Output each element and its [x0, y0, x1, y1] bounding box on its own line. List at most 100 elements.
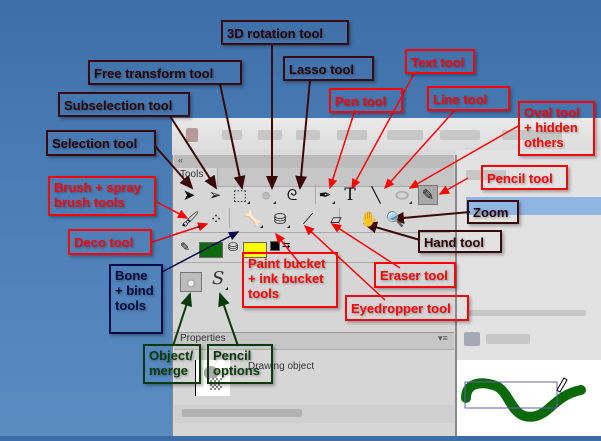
tab-properties[interactable]: Properties — [180, 333, 226, 344]
divider — [176, 262, 450, 263]
text-icon: T — [344, 185, 356, 205]
hidden-tools-triangle-icon — [260, 225, 263, 228]
object-drawing-button[interactable]: ● — [180, 272, 202, 292]
selection-icon: ➤ — [182, 187, 196, 204]
arrow-oval — [408, 124, 521, 189]
eraser-icon: ▱ — [330, 211, 342, 228]
tool-eraser[interactable]: ▱ — [326, 209, 346, 229]
tool-text[interactable]: T — [340, 185, 360, 205]
stage-canvas[interactable] — [456, 360, 601, 436]
arrow-zoom — [390, 211, 471, 224]
hidden-tools-triangle-icon — [273, 201, 276, 204]
tool-lasso[interactable]: ᘓ — [282, 185, 302, 205]
callout-hand: Hand tool — [418, 230, 502, 253]
pencil-cursor-icon — [556, 377, 568, 393]
callout-text: Text tool — [405, 49, 475, 74]
tool-selection[interactable]: ➤ — [179, 185, 199, 205]
stroke-color-icon: ✎ — [180, 240, 191, 254]
arrow-pencil — [438, 177, 469, 195]
eyedropper-icon: ⟋ — [302, 210, 314, 228]
divider — [315, 184, 316, 204]
fill-color-icon: ⛁ — [228, 240, 239, 254]
callout-line: Line tool — [427, 86, 510, 111]
divider — [339, 208, 340, 228]
stroke-color-swatch[interactable] — [199, 242, 223, 258]
tool-hand[interactable]: ✋ — [359, 209, 379, 229]
tool-free-transform[interactable]: ⬚ — [230, 185, 250, 205]
properties-object-type: Drawing object — [248, 361, 315, 372]
arrow-free-transform — [219, 83, 246, 190]
drawing-object[interactable] — [456, 360, 601, 436]
fill-color-swatch[interactable] — [243, 242, 267, 258]
arrow-line — [383, 109, 456, 190]
tool-bone[interactable]: 🦴 — [243, 209, 263, 229]
arrow-object-merge — [172, 292, 192, 347]
pen-icon: ✒ — [318, 187, 332, 204]
callout-3d-rotation: 3D rotation tool — [221, 20, 349, 45]
callout-bone: Bone + bind tools — [109, 264, 163, 334]
arrow-pen — [328, 109, 356, 190]
deco-icon: ⁘ — [209, 211, 223, 228]
tool-pencil[interactable]: ✎ — [418, 185, 438, 205]
callout-subselection: Subselection tool — [58, 92, 190, 117]
tool-subselection[interactable]: ➢ — [205, 185, 225, 205]
arrow-pencil-options — [218, 292, 239, 347]
callout-deco: Deco tool — [68, 229, 152, 255]
tool-deco[interactable]: ⁘ — [206, 209, 226, 229]
oval-icon: ⬭ — [395, 186, 409, 204]
callout-paint-bucket: Paint bucket + ink bucket tools — [242, 252, 338, 308]
callout-lasso: Lasso tool — [283, 56, 374, 81]
swap-colors-icon[interactable]: ⇆ — [282, 240, 291, 251]
tool-zoom[interactable]: 🔍 — [385, 209, 405, 229]
3d-rotation-icon: ● — [261, 186, 271, 204]
bone-icon: 🦴 — [243, 211, 263, 228]
dropdown-triangle-icon — [225, 287, 228, 290]
tool-3d-rotation[interactable]: ● — [256, 185, 276, 205]
hidden-tools-triangle-icon — [409, 201, 412, 204]
default-colors-icon[interactable] — [270, 241, 280, 251]
tool-paint-bucket[interactable]: ⛁ — [270, 209, 290, 229]
callout-eraser: Eraser tool — [374, 262, 456, 288]
callout-eyedropper: Eyedropper tool — [345, 295, 469, 321]
paint-bucket-icon: ⛁ — [273, 211, 287, 228]
arrow-eraser — [330, 223, 401, 269]
callout-pencil: Pencil tool — [481, 165, 568, 190]
zoom-icon: 🔍 — [385, 211, 405, 228]
callout-free-transform: Free transform tool — [88, 60, 242, 85]
hidden-tools-triangle-icon — [247, 201, 250, 204]
arrow-selection — [154, 145, 194, 190]
pencil-mode-button[interactable]: S — [212, 268, 225, 289]
callout-selection: Selection tool — [46, 130, 156, 156]
subselection-icon: ➢ — [208, 187, 222, 204]
free-transform-icon: ⬚ — [232, 187, 248, 204]
arrow-eyedropper — [303, 224, 386, 301]
arrow-brush — [156, 201, 189, 219]
arrow-paint-bucket — [275, 232, 301, 265]
tool-oval[interactable]: ⬭ — [392, 185, 412, 205]
pencil-icon: ✎ — [421, 187, 435, 204]
arrow-bone — [161, 231, 240, 273]
arrow-lasso — [295, 79, 311, 190]
tool-eyedropper[interactable]: ⟋ — [298, 209, 318, 229]
collapse-icon[interactable]: « — [178, 155, 184, 165]
hidden-tools-triangle-icon — [332, 201, 335, 204]
brush-icon: 🖌 — [180, 211, 200, 228]
callout-oval: Oval tool + hidden others — [518, 101, 595, 156]
callout-object-merge: Object/ merge — [143, 344, 201, 384]
panel-menu-icon[interactable]: ▾≡ — [438, 333, 448, 343]
callout-pencil-options: Pencil options — [207, 344, 273, 384]
arrow-hand — [363, 221, 421, 241]
callout-pen: Pen tool — [329, 88, 403, 113]
hidden-tools-triangle-icon — [287, 225, 290, 228]
divider — [229, 208, 230, 228]
arrow-subselection — [169, 115, 218, 190]
tool-pen[interactable]: ✒ — [315, 185, 335, 205]
hidden-tools-triangle-icon — [197, 225, 200, 228]
tool-line[interactable]: ╲ — [366, 185, 386, 205]
callout-zoom: Zoom — [467, 200, 519, 224]
tool-brush[interactable]: 🖌 — [180, 209, 200, 229]
callout-brush: Brush + spray brush tools — [48, 176, 156, 216]
line-icon: ╲ — [371, 187, 381, 204]
lasso-icon: ᘓ — [286, 186, 298, 204]
